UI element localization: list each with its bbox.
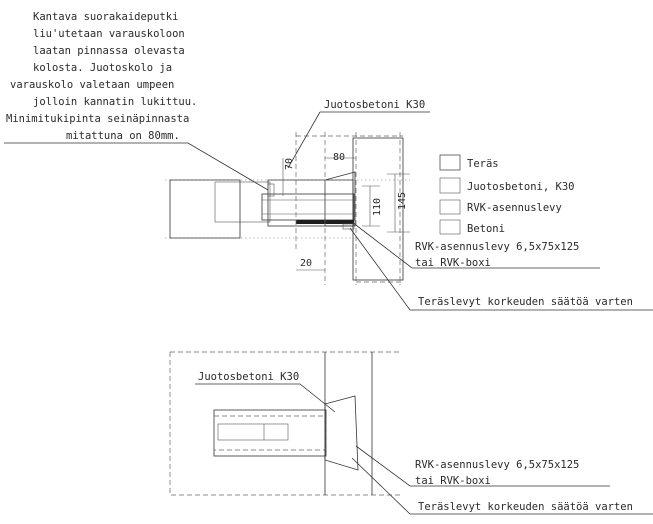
legend-label: Teräs (467, 158, 499, 170)
support-note-line: Minimitukipinta seinäpinnasta (6, 113, 189, 125)
grout-pocket (214, 181, 271, 223)
support-note-line: Kantava suorakaideputki (33, 11, 178, 23)
section-view: Juotosbetoni K30 70 80 110 145 20 RVK-as… (165, 99, 653, 311)
legend-label: RVK-asennuslevy (467, 202, 562, 214)
left-slab (169, 179, 241, 239)
grout-top-label: Juotosbetoni K30 (324, 99, 425, 111)
plan-tube (213, 409, 327, 457)
dim-80: 80 (333, 152, 345, 163)
legend: Teräs Juotosbetoni, K30 RVK-asennuslevy … (439, 154, 574, 235)
legend-swatch-grout (439, 177, 461, 194)
support-note-line: liu'utetaan varauskoloon (33, 28, 185, 40)
plan-tube-inner (213, 415, 327, 451)
grout-bottom-label: Juotosbetoni K30 (198, 371, 299, 383)
bearing-plate-bottom-label: tai RVK-boxi (415, 475, 491, 487)
steel-shims-top-leader (349, 227, 653, 311)
plan-view: Juotosbetoni K30 RVK-asennuslevy 6,5x75x… (169, 351, 653, 515)
legend-swatch-steel-hatch (439, 154, 461, 171)
plan-pocket-grout (324, 395, 359, 471)
support-note-line: varauskolo valetaan umpeen (10, 79, 174, 91)
support-note-line: laatan pinnassa olevasta (33, 45, 185, 57)
legend-label: Betoni (467, 223, 505, 235)
grout-top-leader (287, 111, 430, 169)
bearing-plate-top-label: tai RVK-boxi (415, 257, 491, 269)
support-note-line: kolosta. Juotoskolo ja (33, 62, 172, 74)
steel-shims-bottom-leader (351, 457, 653, 515)
dim-70: 70 (284, 158, 295, 170)
dim-145: 145 (397, 192, 408, 210)
grout-bottom-leader (195, 383, 336, 413)
support-note: Kantava suorakaideputki liu'utetaan vara… (6, 11, 197, 142)
dim-20: 20 (300, 258, 312, 269)
steel-shim (342, 223, 355, 230)
support-note-line: mitattuna on 80mm. (66, 130, 180, 142)
bearing-plate-bottom-leader (355, 445, 610, 487)
steel-shims-bottom-label: Teräslevyt korkeuden säätöä varten (418, 501, 633, 513)
legend-swatch-concrete (439, 219, 461, 235)
wall-pocket-grout (324, 171, 356, 227)
steel-shims-top-label: Teräslevyt korkeuden säätöä varten (418, 296, 633, 308)
wall (352, 137, 404, 281)
support-note-line: jolloin kannatin lukittuu. (33, 96, 197, 108)
legend-swatch-steel (439, 154, 461, 171)
legend-swatch-bearing-plate (439, 199, 461, 215)
bearing-plate-top-label: RVK-asennuslevy 6,5x75x125 (415, 241, 579, 253)
support-note-leader (4, 142, 269, 191)
dim-110: 110 (372, 198, 383, 216)
bearing-plate-top-leader (351, 221, 600, 269)
rhs-section (267, 179, 354, 227)
bearing-plate-bottom-label: RVK-asennuslevy 6,5x75x125 (415, 459, 579, 471)
locking-pin (267, 183, 275, 197)
steel-tube (261, 193, 355, 221)
plan-inner-plate (217, 423, 289, 441)
legend-label: Juotosbetoni, K30 (467, 181, 574, 193)
